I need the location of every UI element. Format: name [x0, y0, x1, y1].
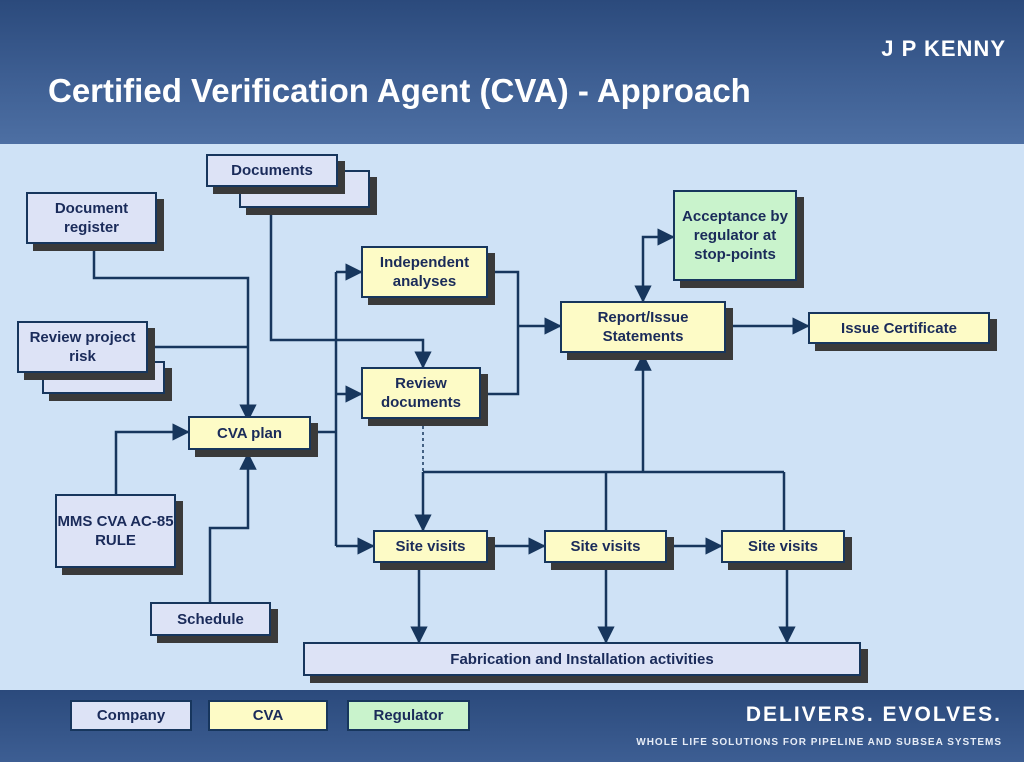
page-title: Certified Verification Agent (CVA) - App…: [48, 72, 751, 109]
edge-register-to-plan: [92, 244, 257, 422]
footer-subtagline: WHOLE LIFE SOLUTIONS FOR PIPELINE AND SU…: [636, 737, 1002, 748]
issue-certificate-box: Issue Certificate: [808, 312, 990, 344]
site-visits-box-2: Site visits: [544, 530, 667, 563]
footer-tagline: DELIVERS. EVOLVES.: [745, 703, 1002, 726]
edge-analyses-to-report: [488, 270, 520, 326]
legend-regulator: Regulator: [347, 700, 470, 731]
cva-plan-box: CVA plan: [188, 416, 311, 450]
legend-company: Company: [70, 700, 192, 731]
legend-cva: CVA: [208, 700, 328, 731]
schedule-box: Schedule: [150, 602, 271, 636]
mms-rule-box: MMS CVA AC-85 RULE: [55, 494, 176, 568]
documents-box: Documents: [206, 154, 338, 187]
edge-rule-to-plan: [114, 423, 190, 494]
brand-logo: J P KENNY: [881, 36, 1006, 61]
review-project-risk-box: Review project risk: [17, 321, 148, 373]
document-register-box: Document register: [26, 192, 157, 244]
edge-docs-to-review: [269, 188, 432, 369]
diagram-canvas: [0, 144, 1024, 690]
acceptance-box: Acceptance by regulator at stop-points: [673, 190, 797, 281]
edge-schedule-to-plan: [208, 452, 257, 602]
edge-report-acceptance: [634, 228, 675, 303]
review-documents-box: Review documents: [361, 367, 481, 419]
site-visits-box-3: Site visits: [721, 530, 845, 563]
header-banner: J P KENNY Certified Verification Agent (…: [0, 0, 1024, 144]
edge-review-to-report: [481, 326, 520, 396]
site-visits-box-1: Site visits: [373, 530, 488, 563]
independent-analyses-box: Independent analyses: [361, 246, 488, 298]
report-issue-box: Report/Issue Statements: [560, 301, 726, 353]
fabrication-box: Fabrication and Installation activities: [303, 642, 861, 676]
